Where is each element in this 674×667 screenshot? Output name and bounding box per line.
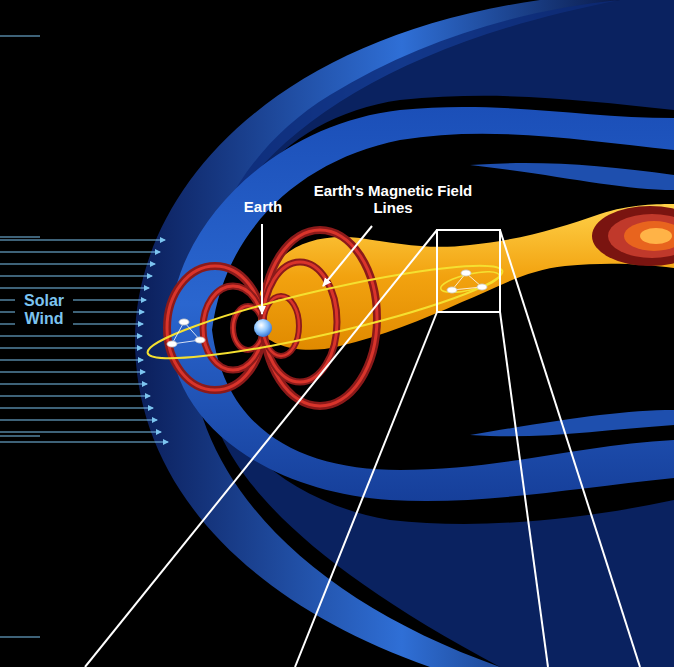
solar-wind-arrows xyxy=(0,240,168,442)
earth-globe xyxy=(254,319,272,337)
feature-label: Earth's Magnetic Field Lines xyxy=(311,182,475,217)
orbit xyxy=(439,267,501,296)
zoom-lines xyxy=(85,230,640,667)
magnetopause xyxy=(170,107,674,501)
object-label: Earth xyxy=(221,198,305,215)
magnetosheath xyxy=(205,380,674,667)
plasmoid xyxy=(592,206,674,266)
zoom-box xyxy=(437,230,500,312)
flow-label: Solar Wind xyxy=(15,292,73,329)
leader-arrows xyxy=(262,224,372,314)
magnetopause-wave xyxy=(470,410,674,436)
magnetopause-wave xyxy=(470,163,674,190)
field-lines xyxy=(167,230,377,406)
